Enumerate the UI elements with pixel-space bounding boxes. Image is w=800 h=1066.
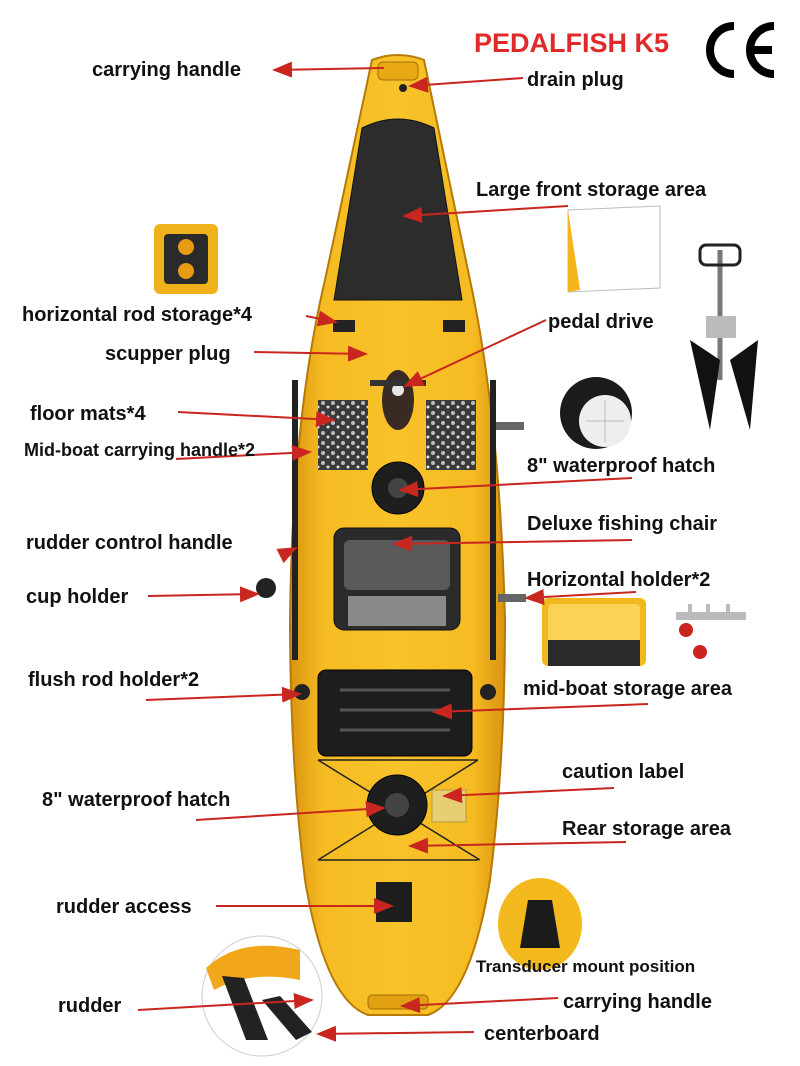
label-scupper-plug: scupper plug (105, 343, 231, 365)
label-large-front-storage: Large front storage area (476, 179, 707, 201)
rod-storage-photo (154, 224, 218, 294)
label-waterproof-hatch-rear: 8" waterproof hatch (42, 789, 231, 811)
label-rudder-control-handle: rudder control handle (26, 532, 233, 554)
label-centerboard: centerboard (484, 1023, 600, 1045)
hatch-photo (560, 377, 632, 449)
flush-rod-holder-right (480, 684, 496, 700)
label-rear-storage: Rear storage area (562, 818, 731, 840)
label-pedal-drive: pedal drive (548, 311, 654, 333)
arrow-chair (392, 535, 633, 552)
label-mid-boat-storage: mid-boat storage area (523, 678, 732, 700)
pedal-drive-photo (690, 243, 758, 430)
arrow-centerboard (316, 1025, 475, 1042)
rod-storage-right (443, 320, 465, 332)
label-rudder-access: rudder access (56, 896, 192, 918)
arrow-cup-holder (147, 586, 260, 603)
arrow-front-hatch (398, 477, 633, 498)
label-rudder: rudder (58, 995, 122, 1017)
label-carrying-handle-bottom: carrying handle (563, 991, 712, 1013)
arrow-carrying-handle-bottom (400, 997, 559, 1014)
arrow-horizontal-holder (524, 589, 637, 606)
arrow-scupper-plug (253, 345, 368, 362)
label-carrying-handle-top: carrying handle (92, 59, 241, 81)
arrow-rear-hatch (195, 801, 386, 821)
label-horizontal-rod-storage: horizontal rod storage*4 (22, 304, 253, 326)
arrow-caution (442, 787, 615, 804)
flush-rod-holder-left (294, 684, 310, 700)
arrow-drain-plug (408, 76, 524, 93)
arrow-rudder-control (276, 547, 298, 564)
horizontal-holder-photo (676, 604, 746, 659)
rudder-access-plate (376, 882, 412, 922)
label-cup-holder: cup holder (26, 586, 129, 608)
label-flush-rod-holder: flush rod holder*2 (28, 669, 200, 691)
floor-mat-right (426, 400, 476, 470)
arrow-carrying-handle-top (272, 61, 385, 78)
arrow-floor-mats (177, 411, 336, 428)
front-storage-photo (567, 205, 661, 293)
callout-arrows (137, 61, 649, 1042)
rod-storage-left (333, 320, 355, 332)
arrow-pedal-drive (403, 319, 547, 387)
arrow-rudder (137, 993, 314, 1011)
transducer-photo (498, 878, 582, 970)
arrow-front-storage (402, 205, 569, 223)
label-deluxe-fishing-chair: Deluxe fishing chair (527, 513, 718, 535)
mid-boat-storage (317, 669, 473, 757)
rear-carrying-handle (367, 994, 429, 1010)
floor-mat-left (318, 400, 368, 470)
label-horizontal-holder: Horizontal holder*2 (527, 569, 711, 591)
drain-plug (399, 84, 407, 92)
label-waterproof-hatch-front: 8" waterproof hatch (527, 455, 716, 477)
label-drain-plug: drain plug (527, 69, 624, 91)
rudder-control-handle (292, 380, 298, 660)
arrow-mid-storage (432, 703, 649, 720)
arrow-rod-storage (305, 310, 338, 327)
arrow-rear-storage (408, 837, 627, 854)
horizontal-holder (498, 594, 526, 602)
label-caution-label: caution label (562, 761, 685, 783)
label-mid-boat-carrying-handle: Mid-boat carrying handle*2 (24, 440, 256, 460)
label-floor-mats: floor mats*4 (30, 403, 146, 425)
arrow-mid-handle (175, 444, 312, 461)
label-transducer-mount: Transducer mount position (476, 957, 696, 976)
cup-holder (256, 578, 276, 598)
rudder-photo (201, 935, 323, 1057)
mid-storage-photo (542, 598, 646, 666)
arrow-flush-rod (145, 686, 302, 703)
product-title: PEDALFISH K5 (474, 28, 670, 58)
front-storage-mat (333, 118, 463, 301)
front-carrying-handle (377, 61, 419, 81)
